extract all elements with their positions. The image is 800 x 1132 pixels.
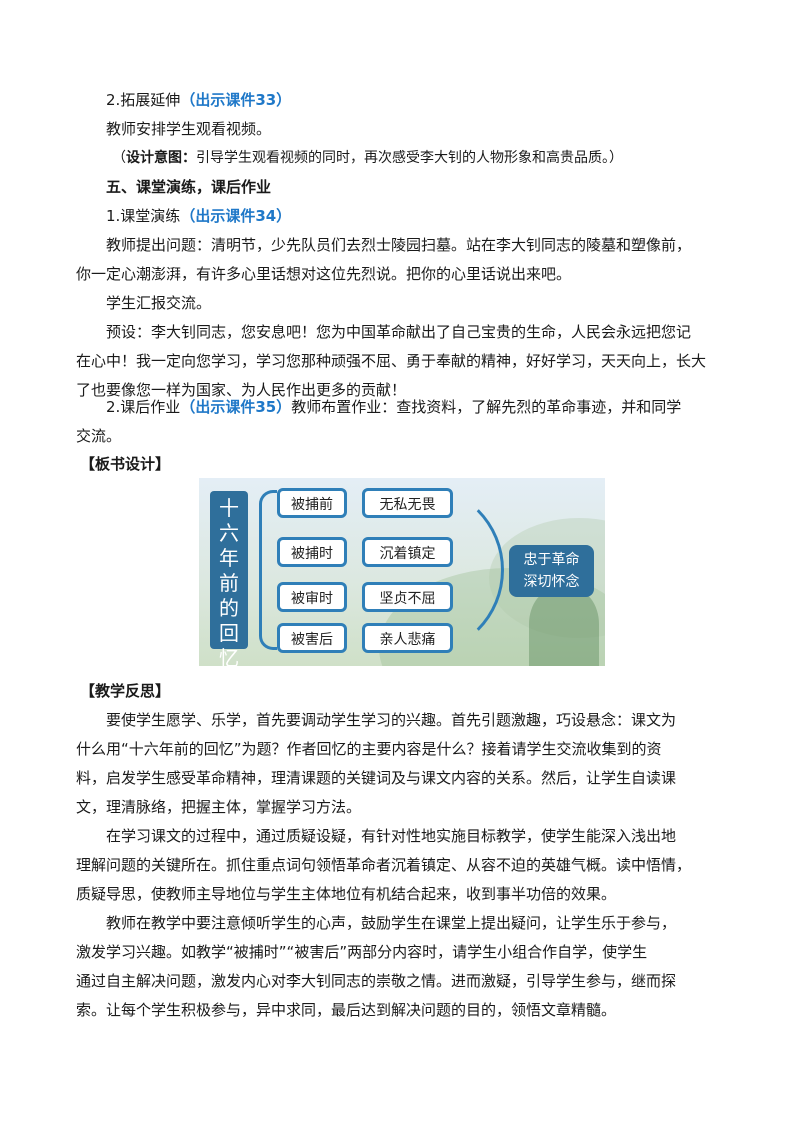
reflection-heading: 【教学反思】 <box>80 682 171 700</box>
board-title-char: 年 <box>219 546 239 570</box>
reflection-p3-line: 索。让每个学生积极参与，异中求同，最后达到解决问题的目的，领悟文章精髓。 <box>76 1001 617 1019</box>
courseware-ref-35: （出示课件35） <box>180 398 292 416</box>
practice-line-2: 你一定心潮澎湃，有许多心里话想对这位先烈说。把你的心里话说出来吧。 <box>76 265 572 283</box>
reflection-p1-line: 料，启发学生感受革命精神，理清课题的关键词及与课文内容的关系。然后，让学生自读课 <box>76 769 677 787</box>
reflection-p1-line: 文，理清脉络，把握主体，掌握学习方法。 <box>76 798 362 816</box>
board-design-figure: 十 六 年 前 的 回 忆 被捕前 无私无畏 被捕时 沉着镇定 被审时 坚贞不屈… <box>199 478 605 666</box>
design-intent: （设计意图：引导学生观看视频的同时，再次感受李大钊的人物形象和高贵品质。） <box>112 150 623 166</box>
result-line: 忠于革命 <box>523 552 580 568</box>
design-intent-label: 设计意图： <box>126 150 196 166</box>
extension-body: 教师安排学生观看视频。 <box>106 120 272 138</box>
result-line: 深切怀念 <box>523 574 580 590</box>
reflection-p3-line: 激发学习兴趣。如教学“被捕时”“被害后”两部分内容时，请学生小组合作自学，使学生 <box>76 943 648 961</box>
design-intent-text: 引导学生观看视频的同时，再次感受李大钊的人物形象和高贵品质。） <box>196 150 623 166</box>
reflection-p2-line: 质疑导思，使教师主导地位与学生主体地位有机结合起来，收到事半功倍的效果。 <box>76 885 617 903</box>
board-title-char: 忆 <box>219 646 239 666</box>
board-title-char: 十 <box>219 496 239 520</box>
board-stage-box: 被捕时 <box>277 537 347 567</box>
practice-line-1: 教师提出问题：清明节，少先队员们去烈士陵园扫墓。站在李大钊同志的陵墓和塑像前， <box>106 236 692 254</box>
board-stage-box: 被害后 <box>277 623 347 653</box>
board-stage-box: 被捕前 <box>277 488 347 518</box>
extension-heading: 2.拓展延伸（出示课件33） <box>106 88 291 112</box>
homework-cont: 交流。 <box>76 427 122 445</box>
right-arc-connector <box>414 484 504 656</box>
section-heading-five: 五、课堂演练，课后作业 <box>106 178 272 196</box>
reflection-p2-line: 理解问题的关键所在。抓住重点词句领悟革命者沉着镇定、从容不迫的英雄气概。读中悟情… <box>76 856 692 874</box>
reflection-p3-line: 教师在教学中要注意倾听学生的心声，鼓励学生在课堂上提出疑问，让学生乐于参与， <box>106 914 677 932</box>
background-tree <box>529 588 599 666</box>
reflection-p3-line: 通过自主解决问题，激发内心对李大钊同志的崇敬之情。进而激疑，引导学生参与，继而探 <box>76 972 677 990</box>
board-title-box: 十 六 年 前 的 回 忆 <box>210 491 248 666</box>
homework-line: 2.课后作业（出示课件35）教师布置作业：查找资料，了解先烈的革命事迹，并和同学 <box>106 395 681 419</box>
courseware-ref-34: （出示课件34） <box>180 207 292 225</box>
board-result-box: 忠于革命 深切怀念 <box>509 545 594 597</box>
left-brace <box>259 490 277 650</box>
board-title-char: 回 <box>219 621 239 645</box>
board-title-char: 前 <box>219 571 239 595</box>
practice-heading: 1.课堂演练（出示课件34） <box>106 204 291 228</box>
board-heading: 【板书设计】 <box>80 455 171 473</box>
practice-title: 1.课堂演练 <box>106 207 181 225</box>
homework-title: 2.课后作业 <box>106 398 181 416</box>
board-title-char: 的 <box>219 596 239 620</box>
homework-text: 教师布置作业：查找资料，了解先烈的革命事迹，并和同学 <box>291 398 682 416</box>
courseware-ref-33: （出示课件33） <box>180 91 292 109</box>
preset-line-1: 预设：李大钊同志，您安息吧！您为中国革命献出了自己宝贵的生命，人民会永远把您记 <box>106 323 692 341</box>
reflection-p1-line: 要使学生愿学、乐学，首先要调动学生学习的兴趣。首先引题激趣，巧设悬念：课文为 <box>106 711 677 729</box>
preset-line-3: 了也要像您一样为国家、为人民作出更多的贡献！ <box>76 381 407 399</box>
student-report: 学生汇报交流。 <box>106 294 212 312</box>
board-stage-box: 被审时 <box>277 582 347 612</box>
reflection-p1-line: 什么用“十六年前的回忆”为题？作者回忆的主要内容是什么？接着请学生交流收集到的资 <box>76 740 662 758</box>
preset-line-2: 在心中！我一定向您学习，学习您那种顽强不屈、勇于奉献的精神，好好学习，天天向上，… <box>76 352 707 370</box>
board-title-char: 六 <box>219 521 239 545</box>
reflection-p2-line: 在学习课文的过程中，通过质疑设疑，有针对性地实施目标教学，使学生能深入浅出地 <box>106 827 677 845</box>
extension-title: 2.拓展延伸 <box>106 91 181 109</box>
